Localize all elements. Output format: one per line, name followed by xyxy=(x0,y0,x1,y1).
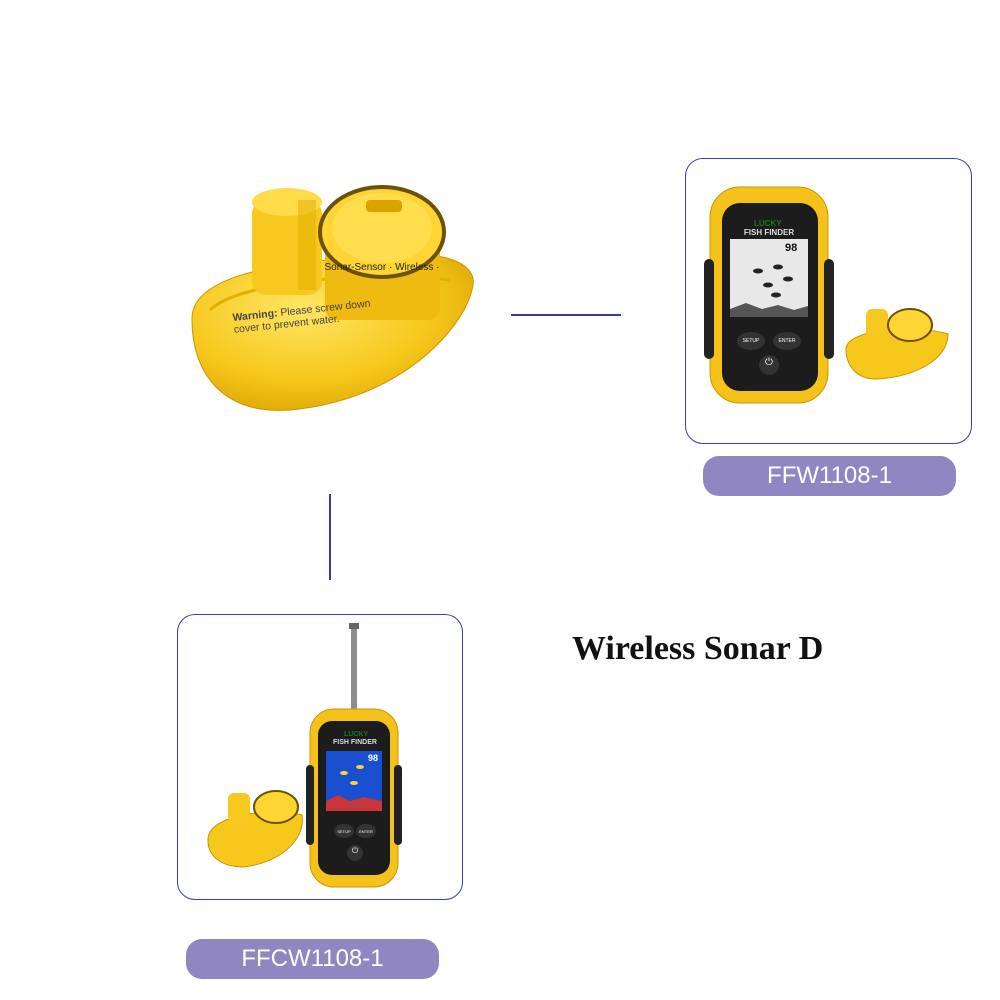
product-card-ffcw1108[interactable]: LUCKY FISH FINDER 98 SETUP ENTER ⏻ xyxy=(177,614,463,900)
fish-finder-image xyxy=(704,186,949,404)
depth-reading: 98 xyxy=(785,242,798,254)
connector-line-vertical xyxy=(329,494,331,580)
enter-button-label: ENTER xyxy=(778,338,796,344)
product-card-ffw1108[interactable]: LUCKY FISH FINDER 98 SETUP ENTER ⏻ xyxy=(685,158,972,444)
product-label-ffcw1108[interactable]: FFCW1108-1 xyxy=(186,939,439,979)
setup-button-label: SETUP xyxy=(337,829,351,834)
depth-reading: 98 xyxy=(368,753,379,763)
sensor-ring-text: Sonar-Sensor · Wireless · xyxy=(324,262,439,273)
setup-button-label: SETUP xyxy=(742,338,760,344)
sonar-sensor-image: Sonar-Sensor · Wireless · xyxy=(191,185,474,411)
power-icon: ⏻ xyxy=(351,846,359,855)
device-name: FISH FINDER xyxy=(743,228,795,237)
device-name: FISH FINDER xyxy=(333,739,377,746)
device-brand: LUCKY xyxy=(754,219,782,228)
device-brand: LUCKY xyxy=(344,731,369,738)
enter-button-label: ENTER xyxy=(359,829,373,834)
fish-finder-color-image xyxy=(207,623,402,888)
power-icon: ⏻ xyxy=(765,357,773,368)
page-headline: Wireless Sonar D xyxy=(572,630,824,667)
connector-line-horizontal xyxy=(511,314,621,316)
product-label-ffw1108[interactable]: FFW1108-1 xyxy=(703,456,956,496)
